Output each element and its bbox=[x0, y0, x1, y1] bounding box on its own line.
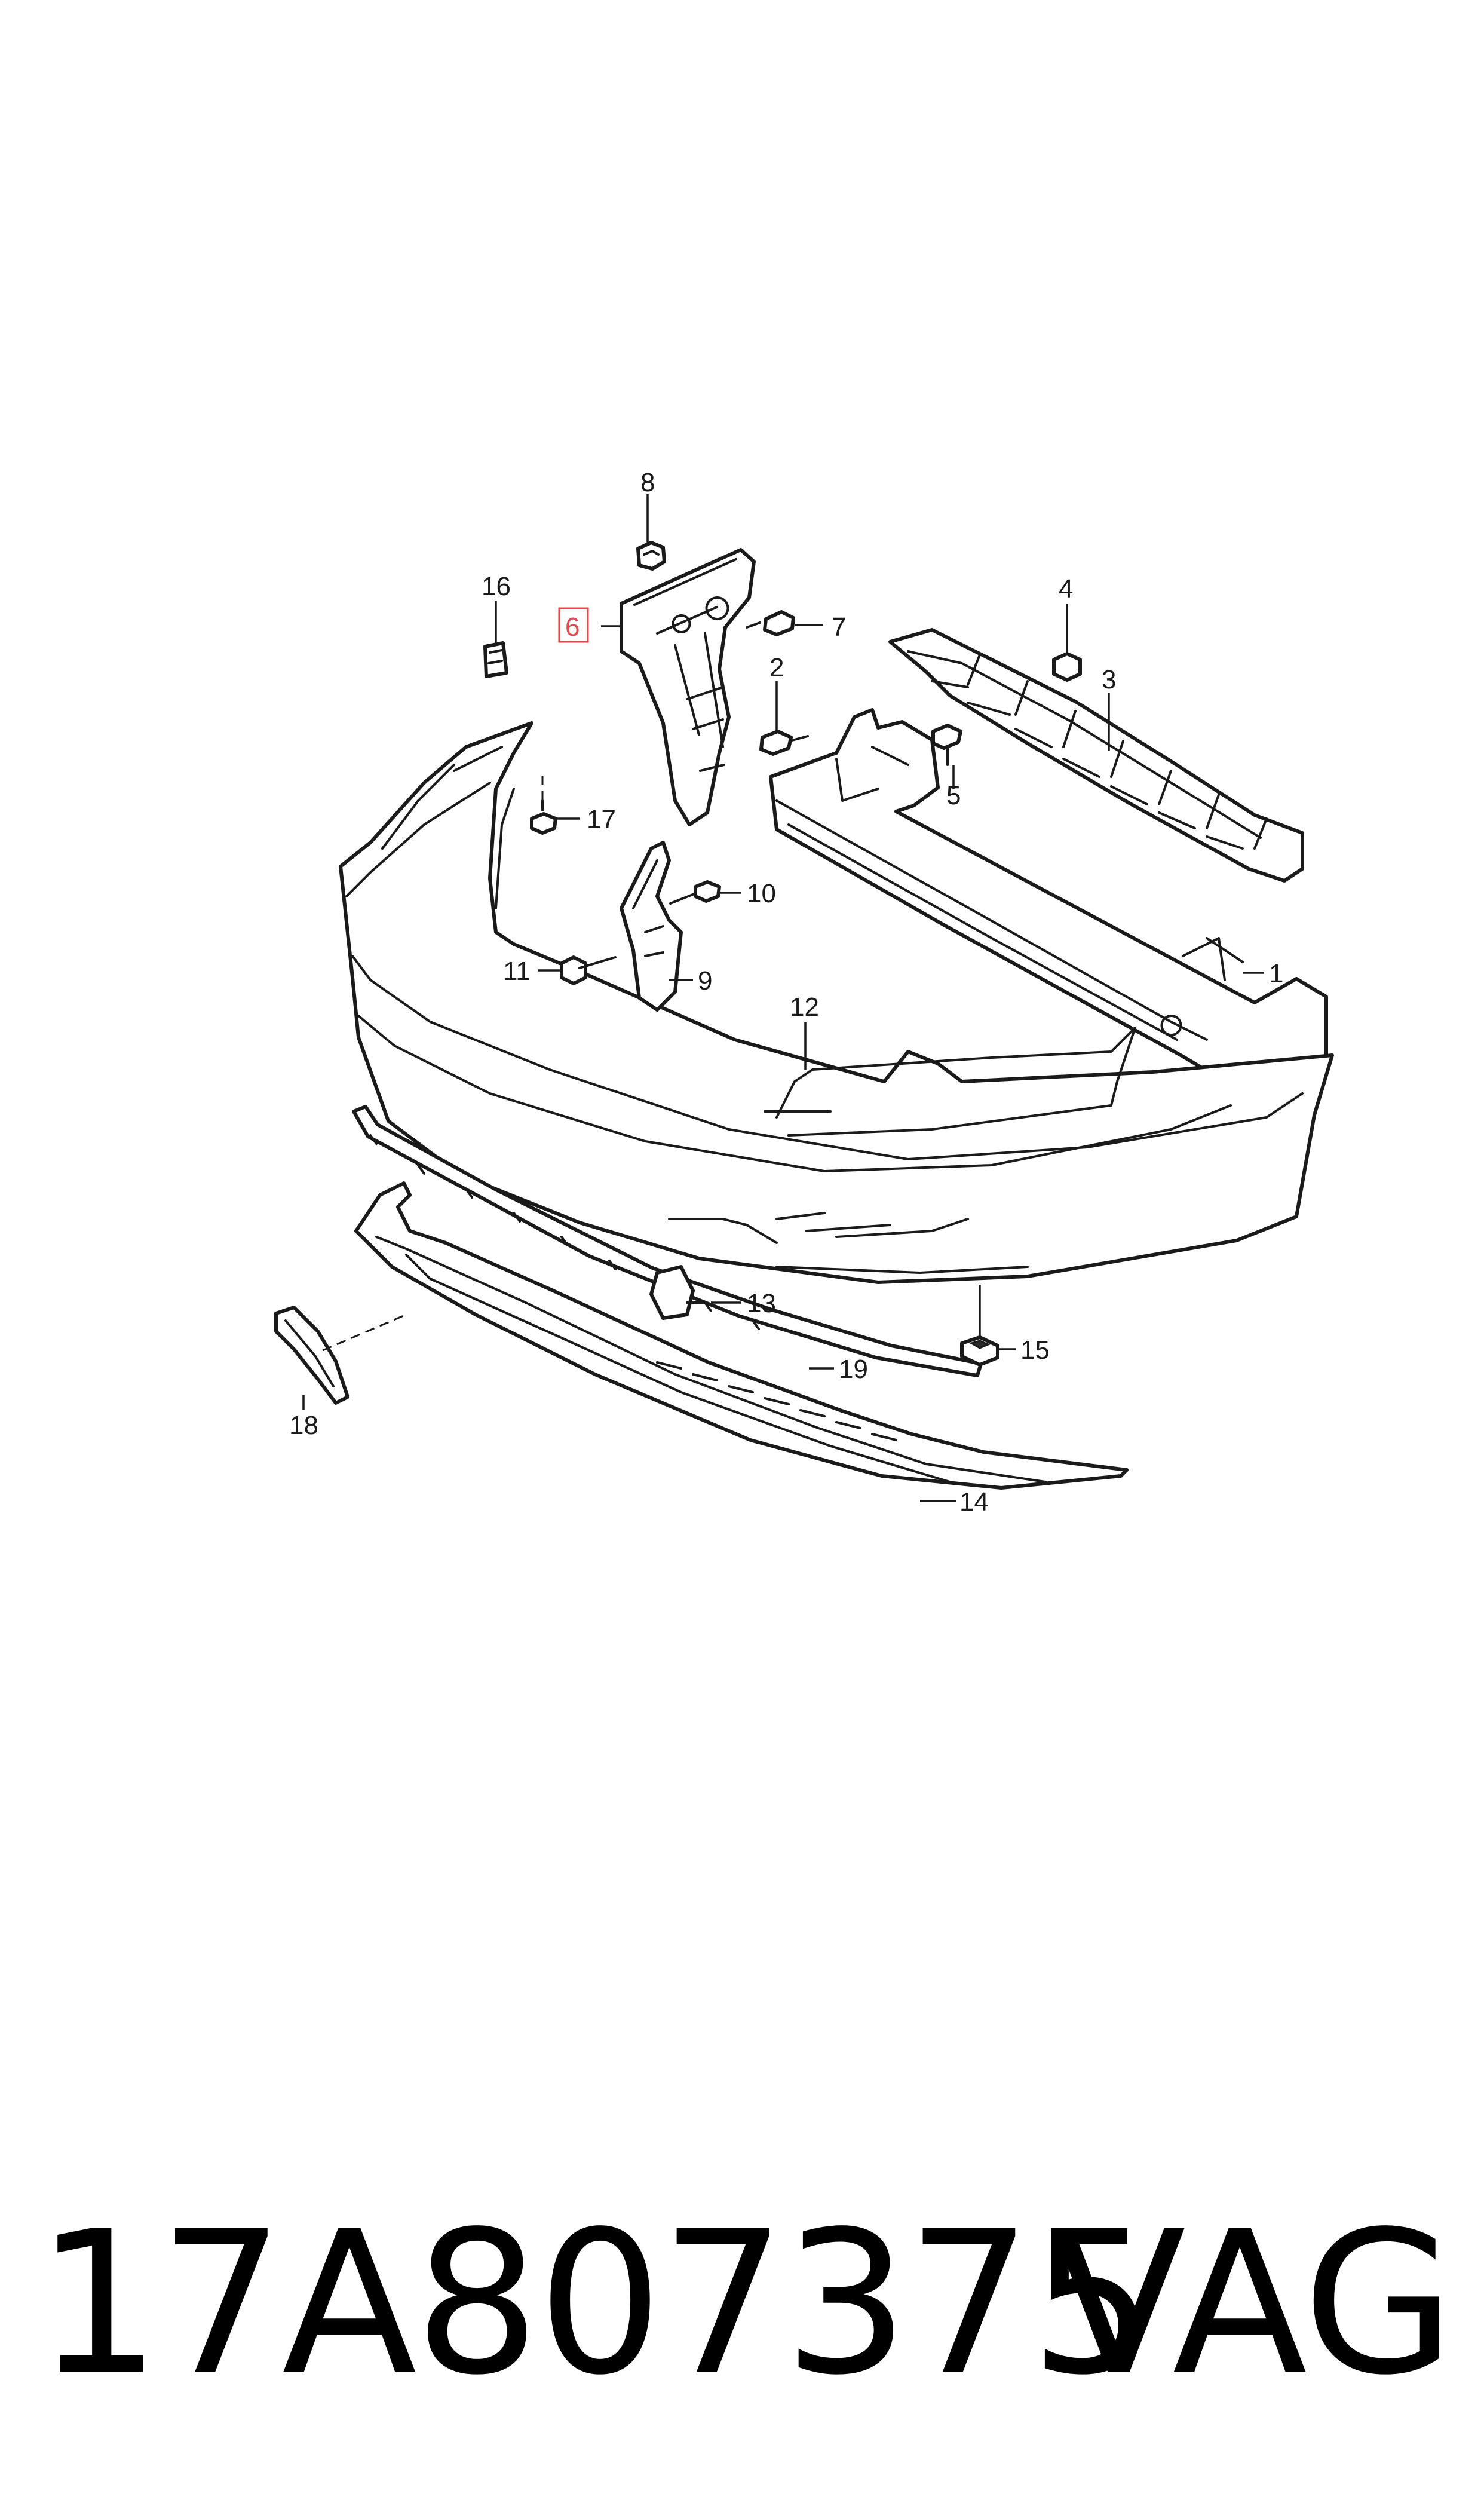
callout-17: 17 bbox=[587, 805, 616, 834]
callout-18: 18 bbox=[289, 1411, 318, 1440]
callout-7: 7 bbox=[832, 612, 846, 642]
leader-lines bbox=[302, 494, 1264, 1502]
part-13-tow-hook-cover bbox=[649, 1265, 706, 1320]
exploded-parts-diagram: 8 6 7 16 2 4 3 5 1 17 10 11 9 12 13 15 1… bbox=[274, 468, 1334, 1517]
callout-4: 4 bbox=[1059, 574, 1073, 604]
callout-1: 1 bbox=[1269, 959, 1283, 988]
part-15-clip bbox=[960, 1335, 999, 1367]
part-3-energy-absorber bbox=[888, 628, 1304, 883]
part-8-nut bbox=[636, 541, 666, 571]
part-10-screw bbox=[669, 880, 721, 905]
part-9-bracket bbox=[620, 841, 683, 1012]
part-16-clip bbox=[483, 641, 508, 678]
part-2-bolt bbox=[759, 730, 809, 756]
part-7-bolt bbox=[746, 610, 795, 636]
callout-12: 12 bbox=[790, 993, 819, 1022]
part-17-screw bbox=[530, 799, 557, 835]
callout-6: 6 bbox=[565, 612, 580, 642]
callout-2: 2 bbox=[769, 653, 784, 682]
brand-text: VAG bbox=[1051, 2189, 1455, 2418]
part-14-diffuser bbox=[354, 1181, 1129, 1490]
callout-14: 14 bbox=[959, 1487, 989, 1517]
callout-10: 10 bbox=[747, 879, 776, 908]
part-11-clip bbox=[560, 955, 617, 985]
part-1-bumper-beam bbox=[769, 708, 1328, 1100]
callout-8: 8 bbox=[640, 468, 655, 497]
part-18-trim-piece bbox=[274, 1306, 349, 1405]
callout-13: 13 bbox=[747, 1289, 776, 1318]
part-5-bolt bbox=[931, 724, 962, 766]
part-4-nut bbox=[1052, 652, 1082, 682]
callout-5: 5 bbox=[946, 781, 961, 810]
part-12-bumper-cover bbox=[339, 721, 1334, 1284]
callout-6-highlight-box bbox=[558, 607, 589, 643]
part-6-bracket bbox=[620, 548, 756, 826]
callout-3: 3 bbox=[1102, 665, 1116, 694]
callout-19: 19 bbox=[839, 1355, 868, 1384]
callout-16: 16 bbox=[482, 572, 511, 601]
callout-labels: 8 6 7 16 2 4 3 5 1 17 10 11 9 12 13 15 1… bbox=[289, 468, 1283, 1517]
callout-15: 15 bbox=[1020, 1335, 1050, 1365]
callout-9: 9 bbox=[698, 966, 712, 995]
callout-11: 11 bbox=[503, 957, 531, 986]
part-number-text: 17A807375 bbox=[36, 2189, 1155, 2418]
